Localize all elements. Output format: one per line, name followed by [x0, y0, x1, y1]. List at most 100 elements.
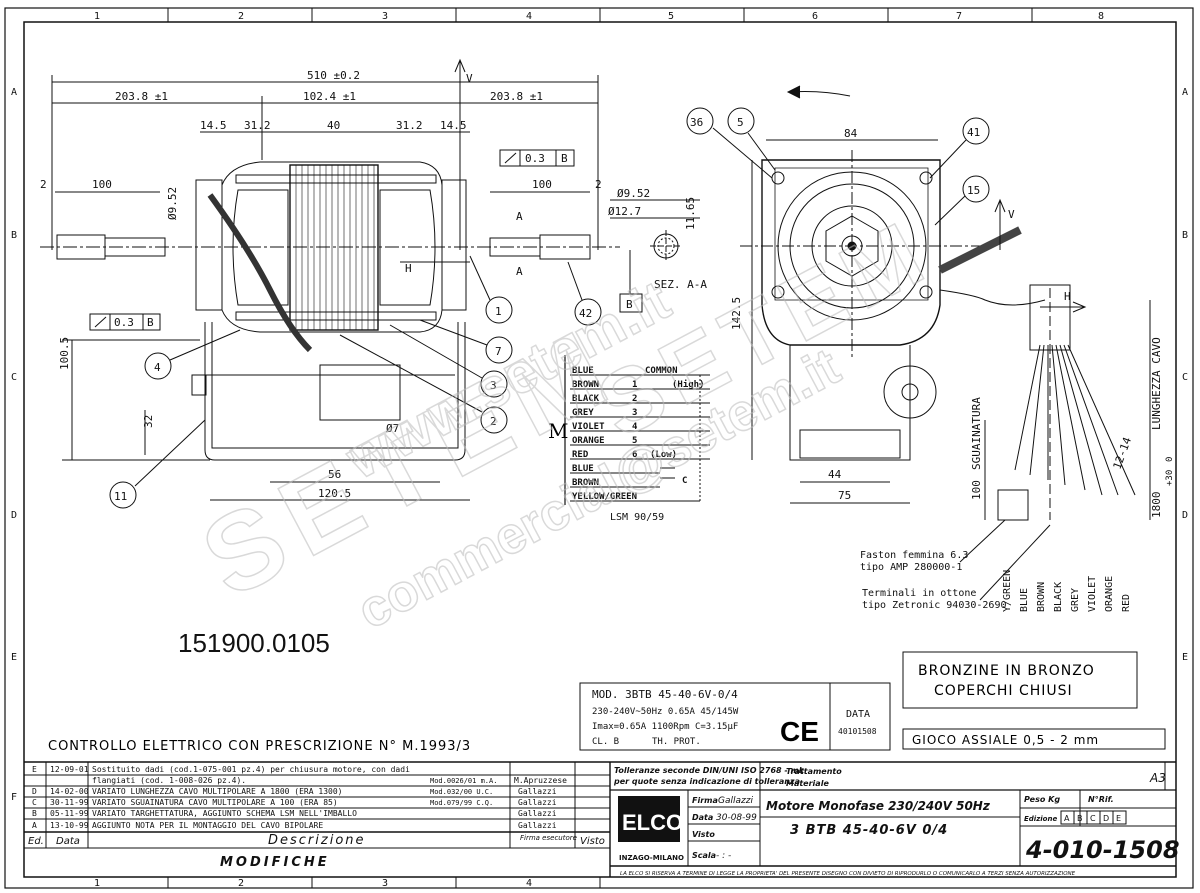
row-b: B	[11, 230, 17, 241]
balloon-4: 4	[144, 329, 241, 380]
terminal-notes: Faston femmina 6.3 tipo AMP 280000-1 Ter…	[860, 519, 1132, 612]
rev-4-ed: B	[32, 809, 37, 818]
title-block-text: Tolleranze seconde DIN/UNI ISO 2768 - mk…	[613, 766, 1180, 877]
balloon-11: 11	[109, 419, 206, 509]
bronze-note: BRONZINE IN BRONZO COPERCHI CHIUSI	[902, 651, 1138, 709]
nameplate-protection: TH. PROT.	[652, 737, 701, 747]
col-4-bottom: 4	[526, 878, 532, 889]
svg-text:2: 2	[490, 415, 497, 428]
wire-row-5-color: ORANGE	[572, 436, 605, 446]
svg-text:5: 5	[737, 116, 744, 129]
rev-1-desc: flangiati (cod. 1-008-026 pz.4).	[92, 776, 246, 785]
electrical-note: CONTROLLO ELETTRICO CON PRESCRIZIONE N° …	[48, 739, 471, 754]
faston-line-1: Faston femmina 6.3	[860, 550, 968, 561]
wire-row-2-num: 2	[632, 394, 637, 404]
section-mark-a-bottom: A	[516, 265, 523, 278]
edition-d: D	[1103, 814, 1109, 823]
wire-row-6-num: 6	[632, 450, 637, 460]
tolerance-left-value: 0.3	[114, 316, 134, 329]
part-number: 151900.0105	[178, 628, 330, 658]
wire-row-8-note: C	[682, 476, 687, 486]
edition-b: B	[1077, 814, 1083, 823]
nrif-label: N°Rif.	[1088, 795, 1114, 804]
tolerance-left: 0.3 B	[89, 313, 161, 331]
rev-2-date: 14-02-00	[50, 787, 89, 796]
brass-line-2: tipo Zetronic 94030-2690	[862, 600, 1007, 611]
rev-4-by: Gallazzi	[518, 809, 557, 818]
wire-row-6-note: (Low)	[650, 450, 677, 460]
rev-2-ed: D	[32, 787, 37, 796]
motor-letter: M	[548, 419, 568, 443]
svg-text:1: 1	[495, 305, 502, 318]
dim-mid-4: 31.2	[396, 119, 423, 132]
front-axis-h: H	[1064, 290, 1071, 303]
wire-row-9-color: YELLOW/GREEN	[572, 492, 637, 502]
dim-shaft-left: 100	[92, 178, 112, 191]
wire-label-3: BLACK	[1053, 582, 1064, 612]
wire-row-3-num: 3	[632, 408, 637, 418]
svg-text:41: 41	[967, 126, 980, 139]
col-2: 2	[238, 11, 244, 22]
wire-label-5: VIOLET	[1087, 576, 1098, 612]
revision-table	[24, 761, 611, 877]
rev-0-date: 12-09-01	[50, 765, 89, 774]
protector-label: LSM 90/59	[610, 512, 664, 523]
dim-dia-left: Ø9.52	[166, 187, 179, 220]
rev-0-by: M.Apruzzese	[514, 776, 567, 785]
end-play: GIOCO ASSIALE 0,5 - 2 mm	[912, 733, 1099, 747]
dim-overall: 510 ±0.2	[307, 69, 360, 82]
svg-text:3: 3	[490, 379, 497, 392]
balloon-15: 15	[934, 175, 990, 226]
front-dim-width: 84	[844, 127, 858, 140]
wire-row-8-color: BROWN	[572, 478, 599, 488]
faston-line-2: tipo AMP 280000-1	[860, 562, 962, 573]
section-dia-1: Ø9.52	[617, 187, 650, 200]
balloon-3: 3	[389, 324, 508, 398]
wire-row-1-note: (High)	[672, 379, 705, 390]
tolerance-right-datum: B	[561, 152, 568, 165]
col-4: 4	[526, 11, 532, 22]
modifiche-label: MODIFICHE	[220, 855, 330, 870]
row-d: D	[11, 510, 17, 521]
wire-label-7: RED	[1121, 594, 1132, 612]
front-dim-44: 44	[828, 468, 842, 481]
firma-label: Firma	[692, 796, 718, 805]
front-dim-height: 142.5	[730, 297, 743, 330]
dim-shaft-gap-left: 2	[40, 178, 47, 191]
rev-header-date: Data	[56, 836, 80, 847]
scala-label: Scala	[692, 851, 716, 860]
dim-mid-3: 40	[327, 119, 340, 132]
col-1: 1	[94, 11, 100, 22]
edition-a: A	[1064, 814, 1070, 823]
balloon-5: 5	[727, 107, 776, 171]
svg-text:42: 42	[579, 307, 592, 320]
section-mark-a-top: A	[516, 210, 523, 223]
dim-hole: Ø7	[386, 422, 399, 435]
dim-right-shaft: 203.8 ±1	[490, 90, 543, 103]
section-a-a: Ø9.52 Ø12.7 11.65 SEZ. A-A B	[608, 187, 707, 313]
wire-label-6: ORANGE	[1104, 576, 1115, 612]
bronze-line-1: BRONZINE IN BRONZO	[918, 663, 1095, 679]
rev-2-by: Gallazzi	[518, 787, 557, 796]
brass-line-1: Terminali in ottone	[862, 588, 976, 599]
rev-4-desc: VARIATO TARGHETTATURA, AGGIUNTO SCHEMA L…	[92, 809, 357, 818]
cable-tol-lower: 0	[1165, 457, 1175, 462]
balloon-1: 1	[469, 255, 513, 324]
revision-header: Ed. Data Descrizione Firma esecutore Vis…	[28, 833, 605, 870]
svg-text:4: 4	[154, 361, 161, 374]
svg-text:11: 11	[114, 490, 127, 503]
wire-row-1-color: BROWN	[572, 380, 599, 390]
rev-4-date: 05-11-99	[50, 809, 89, 818]
col-6: 6	[812, 11, 818, 22]
sheet-size: A3	[1149, 771, 1166, 785]
cable-tol-upper: +30	[1165, 470, 1175, 486]
wire-row-7-color: BLUE	[572, 464, 594, 474]
wire-row-3-color: GREY	[572, 408, 594, 418]
tolerance-right-value: 0.3	[525, 152, 545, 165]
row-c: C	[11, 372, 17, 383]
balloons: 36 5 41 15 1 42 7 3 2 4 11	[109, 107, 990, 509]
dim-body: 102.4 ±1	[303, 90, 356, 103]
footer-note: LA ELCO SI RISERVA A TERMINE DI LEGGE LA…	[620, 871, 1076, 877]
data-value: 30-08-99	[716, 813, 757, 823]
